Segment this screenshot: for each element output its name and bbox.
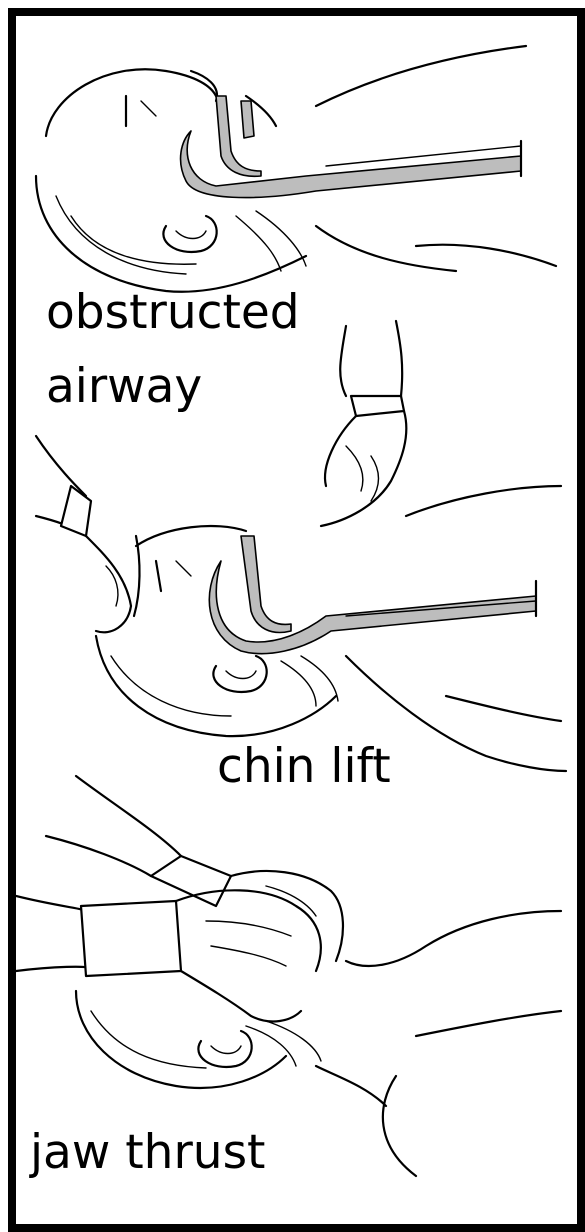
diagram-frame: obstructed airway chin lift jaw thrust	[8, 8, 585, 1232]
label-jaw-thrust: jaw thrust	[30, 1124, 265, 1182]
label-chin-lift: chin lift	[217, 738, 391, 796]
label-airway: airway	[46, 358, 202, 416]
label-obstructed: obstructed	[46, 284, 300, 342]
obstructed-airway-figure	[36, 46, 556, 292]
airway-illustrations	[16, 16, 577, 1224]
jaw-thrust-figure	[16, 776, 561, 1176]
